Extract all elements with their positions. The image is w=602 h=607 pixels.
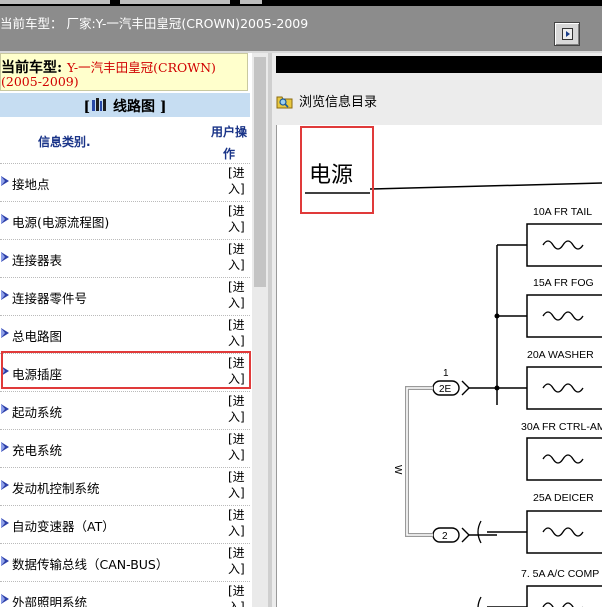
- pen-icon: [1, 556, 9, 566]
- car-years: (2005-2009): [1, 74, 79, 89]
- diagram-title: 电源: [309, 163, 353, 188]
- list-item-label: 自动变速器（AT）: [12, 519, 115, 534]
- wire-label: W: [392, 465, 403, 475]
- connector-2e: 2E: [432, 380, 497, 396]
- separator: [0, 51, 602, 53]
- right-panel: 浏览信息目录 电源 10A FR TAIL 15A FR FOG 20A WAS…: [272, 53, 602, 607]
- fuse-label: 7. 5A A/C COMP: [521, 568, 599, 580]
- list-item-label: 总电路图: [12, 329, 63, 344]
- pen-icon: [1, 252, 9, 262]
- list-item[interactable]: 电源(电源流程图) [进入]: [0, 201, 250, 238]
- fuse-10a: [497, 223, 602, 267]
- window-title: 当前车型： 厂家:Y-一汽丰田皇冠(CROWN)2005-2009: [0, 16, 309, 31]
- fuse-label: 10A FR TAIL: [533, 206, 592, 218]
- list-item[interactable]: 外部照明系统 [进入]: [0, 581, 250, 607]
- top-strip: [0, 0, 602, 6]
- list-item[interactable]: 充电系统 [进入]: [0, 429, 250, 466]
- pen-icon: [1, 214, 9, 224]
- car-model: Y-一汽丰田皇冠(CROWN): [67, 60, 216, 75]
- title-bar: 当前车型： 厂家:Y-一汽丰田皇冠(CROWN)2005-2009: [0, 6, 602, 51]
- connector-label: 2E: [439, 384, 452, 395]
- list-item[interactable]: 总电路图 [进入]: [0, 315, 250, 352]
- enter-link[interactable]: [进入]: [228, 242, 245, 272]
- list-item[interactable]: 起动系统 [进入]: [0, 391, 250, 428]
- pen-icon: [1, 290, 9, 300]
- pen-icon: [1, 480, 9, 490]
- connector-2: 2: [432, 527, 497, 543]
- fuse-25a: [477, 510, 602, 554]
- enter-link[interactable]: [进入]: [228, 584, 245, 607]
- column-action: 用户操作: [210, 125, 247, 161]
- fuse-label: 20A WASHER: [527, 349, 594, 361]
- pen-icon: [1, 594, 9, 604]
- list-item-label: 数据传输总线（CAN-BUS）: [12, 557, 169, 572]
- arrow-right-icon: [562, 28, 573, 40]
- pen-icon: [1, 518, 9, 528]
- enter-link[interactable]: [进入]: [228, 204, 245, 234]
- connector-label: 2: [442, 531, 448, 542]
- panel-divider[interactable]: [268, 53, 272, 607]
- list-item[interactable]: 接地点 [进入]: [0, 163, 250, 200]
- book-icon: [92, 98, 107, 111]
- enter-link[interactable]: [进入]: [228, 280, 245, 310]
- browse-catalog-link[interactable]: 浏览信息目录: [276, 91, 377, 110]
- column-header: 信息类别. 用户操作: [0, 119, 250, 163]
- fuse-20a: [494, 366, 602, 410]
- highlight-box: [1, 351, 251, 389]
- viewer-toolbar: [276, 56, 602, 73]
- toggle-panel-button[interactable]: [554, 22, 580, 46]
- enter-link[interactable]: [进入]: [228, 394, 245, 424]
- pen-icon: [1, 328, 9, 338]
- list-item[interactable]: 数据传输总线（CAN-BUS） [进入]: [0, 543, 250, 580]
- list-item-label: 接地点: [12, 177, 50, 192]
- scrollbar-thumb[interactable]: [254, 57, 266, 287]
- fuse-label: 25A DEICER: [533, 492, 594, 504]
- list-item[interactable]: 连接器表 [进入]: [0, 239, 250, 276]
- car-label: 当前车型:: [1, 60, 63, 76]
- list-item-label: 连接器表: [12, 253, 63, 268]
- list-item[interactable]: 电源插座 [进入]: [0, 353, 250, 390]
- left-panel: 当前车型: Y-一汽丰田皇冠(CROWN) (2005-2009) [ 线路图 …: [0, 53, 252, 607]
- enter-link[interactable]: [进入]: [228, 166, 245, 196]
- title-highlight-box: [300, 126, 374, 214]
- enter-link[interactable]: [进入]: [228, 432, 245, 462]
- list-item-label: 电源(电源流程图): [12, 215, 110, 230]
- list-item-label: 电源插座: [12, 367, 63, 382]
- section-title: 线路图: [113, 99, 155, 115]
- fuse-label: 15A FR FOG: [533, 277, 594, 289]
- pen-icon: [1, 176, 9, 186]
- list-item-label: 发动机控制系统: [12, 481, 100, 496]
- column-category: 信息类别.: [38, 135, 91, 149]
- wiring-diagram-svg: 电源 10A FR TAIL 15A FR FOG 20A WASHER 30A…: [300, 126, 602, 607]
- list-item[interactable]: 自动变速器（AT） [进入]: [0, 505, 250, 542]
- section-header: [ 线路图 ]: [0, 93, 250, 117]
- enter-link[interactable]: [进入]: [228, 318, 245, 348]
- enter-link[interactable]: [进入]: [228, 356, 245, 386]
- list-item[interactable]: 发动机控制系统 [进入]: [0, 467, 250, 504]
- browse-label: 浏览信息目录: [299, 95, 378, 110]
- fuse-7-5a: [477, 585, 602, 607]
- left-scrollbar[interactable]: [252, 53, 268, 607]
- list-item[interactable]: 连接器零件号 [进入]: [0, 277, 250, 314]
- pen-icon: [1, 442, 9, 452]
- wiring-diagram: 电源 10A FR TAIL 15A FR FOG 20A WASHER 30A…: [276, 125, 602, 607]
- current-car-box: 当前车型: Y-一汽丰田皇冠(CROWN) (2005-2009): [0, 53, 248, 91]
- fuse-15a: [494, 294, 602, 338]
- list-item-label: 外部照明系统: [12, 595, 88, 607]
- list-item-label: 起动系统: [12, 405, 63, 420]
- connector-number: 1: [443, 368, 449, 379]
- fuse-label: 30A FR CTRL-AM: [521, 421, 602, 433]
- enter-link[interactable]: [进入]: [228, 546, 245, 576]
- pen-icon: [1, 404, 9, 414]
- enter-link[interactable]: [进入]: [228, 470, 245, 500]
- list-item-label: 连接器零件号: [12, 291, 88, 306]
- fuse-30a: [526, 437, 602, 481]
- folder-search-icon: [276, 96, 293, 109]
- enter-link[interactable]: [进入]: [228, 508, 245, 538]
- list-item-label: 充电系统: [12, 443, 63, 458]
